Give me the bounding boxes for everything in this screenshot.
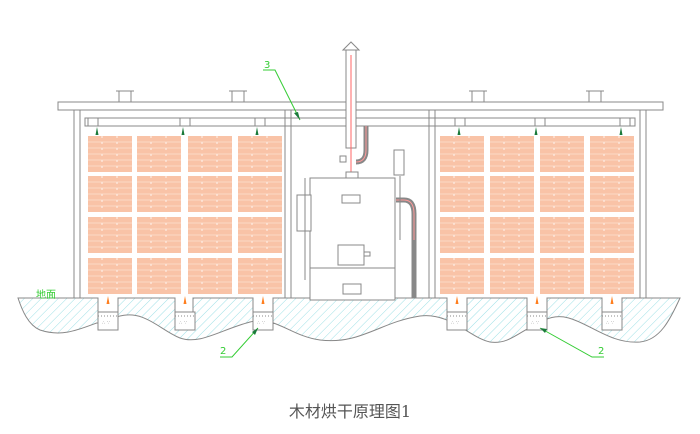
air-nozzle bbox=[534, 127, 538, 135]
svg-text:3: 3 bbox=[264, 60, 270, 71]
heat-flames bbox=[106, 296, 614, 304]
wood-stack bbox=[88, 217, 132, 253]
wood-stack bbox=[188, 258, 232, 294]
duct-joints bbox=[87, 118, 631, 126]
air-nozzles bbox=[95, 127, 623, 135]
callout-2-right: 2 bbox=[539, 327, 604, 358]
flame-icon bbox=[455, 296, 459, 304]
flame-icon bbox=[106, 296, 110, 304]
wood-stack bbox=[590, 176, 634, 212]
wood-stack bbox=[137, 258, 181, 294]
wood-stack bbox=[440, 136, 484, 172]
roof-vent bbox=[118, 90, 132, 103]
wood-stack bbox=[590, 217, 634, 253]
water-pit: ∴ ∵ bbox=[526, 311, 548, 331]
wood-stack bbox=[238, 217, 282, 253]
svg-text:∴ ∵: ∴ ∵ bbox=[102, 320, 110, 326]
water-pit: ∴ ∵ bbox=[174, 311, 196, 331]
ground-label: 地面 bbox=[36, 288, 56, 301]
air-nozzle bbox=[619, 127, 623, 135]
roof-vent bbox=[588, 90, 602, 103]
water-pit: ∴ ∵ bbox=[446, 311, 468, 331]
air-nozzle bbox=[95, 127, 99, 135]
svg-text:∴ ∵: ∴ ∵ bbox=[451, 320, 459, 326]
callout-3: 3 bbox=[263, 60, 301, 121]
wood-stack bbox=[88, 258, 132, 294]
flame-icon bbox=[261, 296, 265, 304]
callout-2-left: 2 bbox=[220, 327, 259, 358]
wood-stack bbox=[440, 258, 484, 294]
wood-stack bbox=[490, 258, 534, 294]
svg-text:2: 2 bbox=[220, 346, 226, 357]
wood-stack bbox=[137, 136, 181, 172]
wood-stack bbox=[238, 176, 282, 212]
wood-stack bbox=[540, 258, 584, 294]
flame-icon bbox=[610, 296, 614, 304]
wood-stack bbox=[188, 217, 232, 253]
wood-stack bbox=[590, 136, 634, 172]
svg-text:∴ ∵: ∴ ∵ bbox=[531, 320, 539, 326]
water-pits: ∴ ∵ ∴ ∵ ∴ ∵ ∴ ∵ ∴ ∵ ∴ ∵ bbox=[97, 311, 623, 331]
svg-text:2: 2 bbox=[598, 346, 604, 357]
exhaust-chimney bbox=[339, 41, 361, 185]
wood-stack bbox=[540, 217, 584, 253]
svg-text:∴ ∵: ∴ ∵ bbox=[606, 320, 614, 326]
chamber-walls bbox=[73, 110, 647, 298]
wood-stack bbox=[137, 217, 181, 253]
wood-stack bbox=[188, 176, 232, 212]
water-pit: ∴ ∵ bbox=[252, 311, 274, 331]
wood-stacks bbox=[88, 136, 634, 294]
roof-slab bbox=[57, 101, 664, 111]
svg-text:∴ ∵: ∴ ∵ bbox=[257, 320, 265, 326]
wood-stack bbox=[540, 136, 584, 172]
water-pit: ∴ ∵ bbox=[601, 311, 623, 331]
roof-vents bbox=[116, 90, 604, 103]
air-nozzle bbox=[181, 127, 185, 135]
wood-stack bbox=[490, 217, 534, 253]
roof-vent bbox=[231, 90, 245, 103]
wood-stack bbox=[137, 176, 181, 212]
wood-stack bbox=[490, 176, 534, 212]
wood-stack bbox=[238, 258, 282, 294]
wood-stack bbox=[88, 136, 132, 172]
diagram-caption: 木材烘干原理图1 bbox=[288, 402, 412, 421]
wood-stack bbox=[440, 217, 484, 253]
air-nozzle bbox=[457, 127, 461, 135]
air-nozzle bbox=[255, 127, 259, 135]
hot-air-duct bbox=[84, 117, 636, 127]
central-furnace bbox=[296, 149, 417, 301]
wood-stack bbox=[238, 136, 282, 172]
wood-stack bbox=[490, 136, 534, 172]
roof-vent bbox=[471, 90, 485, 103]
svg-text:∴ ∵: ∴ ∵ bbox=[179, 320, 187, 326]
wood-stack bbox=[590, 258, 634, 294]
wood-stack bbox=[88, 176, 132, 212]
wood-stack bbox=[440, 176, 484, 212]
wood-stack bbox=[188, 136, 232, 172]
water-pit: ∴ ∵ bbox=[97, 311, 119, 331]
flame-icon bbox=[535, 296, 539, 304]
flame-icon bbox=[183, 296, 187, 304]
wood-stack bbox=[540, 176, 584, 212]
